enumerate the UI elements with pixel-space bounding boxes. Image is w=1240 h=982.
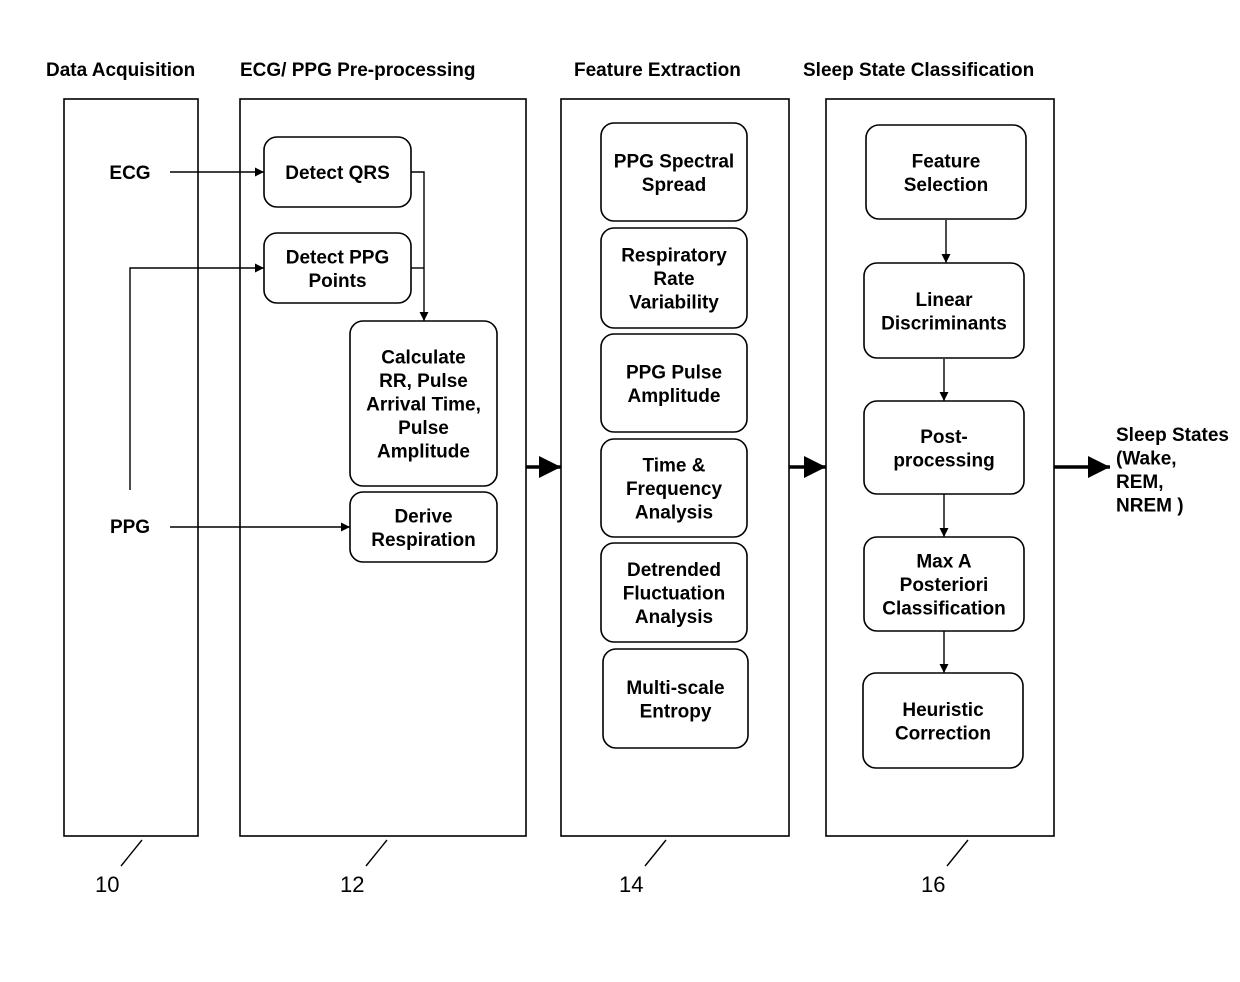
classification-box-label-line: Feature (912, 151, 981, 172)
feature-box-label-line: PPG Spectral (614, 151, 734, 172)
classification-box-label-line: Discriminants (881, 313, 1007, 334)
feature-box-label-line: Variability (629, 293, 719, 314)
feature-box-label-line: Rate (653, 269, 694, 290)
input-ecg-label: ECG (109, 163, 150, 184)
feature-box-label-line: Amplitude (628, 386, 721, 407)
feature-box-label-line: Spread (642, 175, 706, 196)
classification-box-label-line: Heuristic (902, 700, 984, 721)
preprocessing-box-label-line: Respiration (371, 530, 476, 551)
panel-data-acquisition (64, 99, 198, 836)
feature-box-label-line: PPG Pulse (626, 362, 722, 383)
classification-box-label-line: processing (893, 450, 994, 471)
preprocessing-box-label-line: RR, Pulse (379, 371, 468, 392)
output-label-line: NREM ) (1116, 496, 1184, 517)
feature-box-label-line: Analysis (635, 607, 713, 628)
header-classification: Sleep State Classification (803, 60, 1034, 81)
classification-box-label-line: Linear (915, 290, 973, 311)
classification-box-label-line: Max A (916, 552, 972, 573)
output-label-line: Sleep States (1116, 425, 1229, 446)
preprocessing-box-label-line: Derive (394, 506, 452, 527)
feature-box-label-line: Multi-scale (626, 678, 724, 699)
header-feature-extraction: Feature Extraction (574, 60, 741, 81)
input-ppg-label: PPG (110, 517, 150, 538)
feature-box-label-line: Respiratory (621, 246, 727, 267)
preprocessing-box-label-line: Arrival Time, (366, 395, 481, 416)
ref-leader-14 (645, 840, 666, 866)
preprocessing-box-label-line: Pulse (398, 418, 449, 439)
feature-box-label-line: Detrended (627, 560, 721, 581)
ref-leader-12 (366, 840, 387, 866)
reference-number-14: 14 (619, 872, 643, 897)
reference-number-12: 12 (340, 872, 364, 897)
header-preprocessing: ECG/ PPG Pre-processing (240, 60, 475, 81)
feature-box-label-line: Time & (642, 456, 705, 477)
classification-box-label-line: Selection (904, 175, 988, 196)
classification-box-label-line: Post- (920, 427, 968, 448)
output-label-line: (Wake, (1116, 449, 1177, 470)
preprocessing-box-label-line: Calculate (381, 348, 465, 369)
feature-box-label-line: Entropy (640, 701, 712, 722)
classification-box-label-line: Posteriori (900, 575, 989, 596)
reference-number-10: 10 (95, 872, 119, 897)
output-sleep-states: Sleep States (Wake,REM, NREM ) (1116, 425, 1229, 517)
feature-box-label-line: Frequency (626, 479, 723, 500)
classification-box-label-line: Correction (895, 723, 991, 744)
header-data-acquisition: Data Acquisition (46, 60, 195, 81)
reference-number-16: 16 (921, 872, 945, 897)
ref-leader-16 (947, 840, 968, 866)
preprocessing-box-label-line: Detect PPG (286, 247, 389, 268)
feature-box-label-line: Analysis (635, 503, 713, 524)
classification-box-label-line: Classification (882, 599, 1006, 620)
preprocessing-box-label-line: Points (308, 271, 366, 292)
output-label-line: REM, (1116, 472, 1164, 493)
feature-box-label-line: Fluctuation (623, 584, 725, 605)
ref-leader-10 (121, 840, 142, 866)
preprocessing-box-label-line: Detect QRS (285, 163, 390, 184)
preprocessing-box-label-line: Amplitude (377, 442, 470, 463)
